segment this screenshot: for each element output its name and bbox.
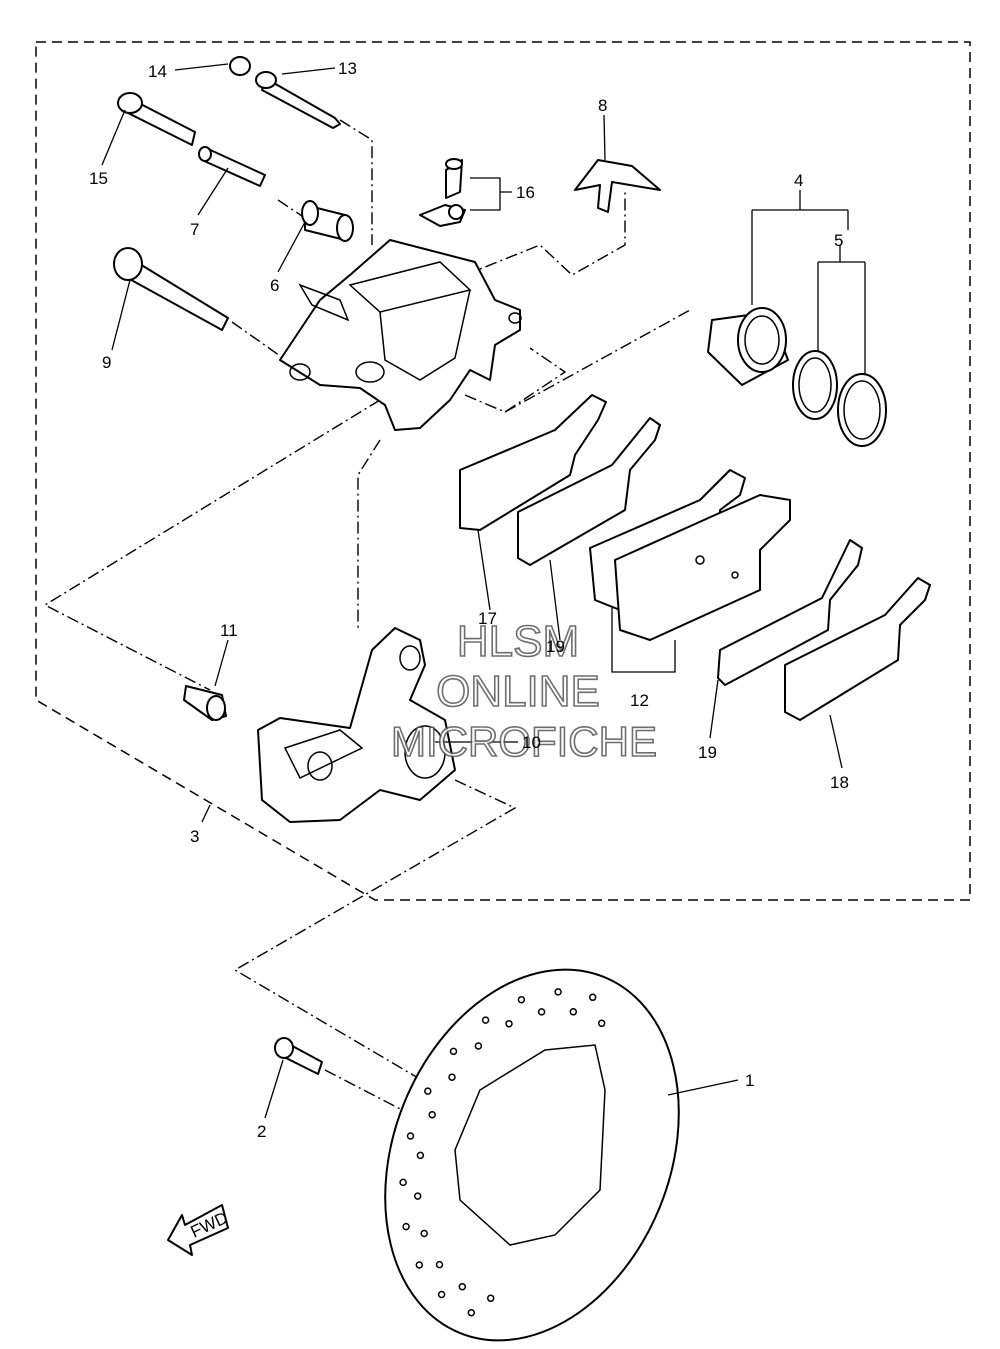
callout-7: 7 (190, 220, 199, 239)
disc-hole (467, 1308, 476, 1317)
disc-hole (428, 1110, 436, 1119)
disc-hole (517, 995, 526, 1004)
callout-14: 14 (148, 62, 167, 81)
part-15-bolt (117, 92, 196, 146)
caliper-assembly-boundary (35, 41, 971, 901)
disc-hole (458, 1282, 467, 1291)
part-8-spring-clip (574, 159, 661, 213)
callout-5: 5 (834, 231, 843, 250)
callout-19-upper: 19 (546, 637, 565, 656)
disc-hole (537, 1008, 546, 1016)
disc-hole (569, 1008, 578, 1016)
watermark-line-2: ONLINE (436, 667, 600, 716)
disc-hole (588, 993, 597, 1002)
part-10-caliper-bracket (257, 627, 456, 823)
part-9-bolt (113, 247, 229, 331)
callout-13: 13 (338, 59, 357, 78)
part-6-sleeve (301, 200, 354, 242)
part-14-cap (229, 56, 251, 76)
callout-6: 6 (270, 276, 279, 295)
disc-hole (554, 988, 562, 996)
disc-hole (420, 1229, 428, 1238)
callout-9: 9 (102, 353, 111, 372)
disc-hole (437, 1290, 446, 1299)
fwd-arrow: FWD (167, 1204, 231, 1256)
part-17-shim (459, 394, 607, 531)
disc-hole (597, 1019, 606, 1028)
part-16-bleed-screw (419, 158, 466, 227)
part-1-brake-disc (384, 968, 680, 1342)
callout-8: 8 (598, 96, 607, 115)
part-7-pin (198, 146, 266, 187)
watermark-line-1: HLSM (457, 617, 579, 666)
watermark: HLSM ONLINE MICROFICHE (390, 616, 658, 766)
part-2-screw (274, 1037, 323, 1075)
callout-16: 16 (516, 183, 535, 202)
part-18-shim (784, 577, 931, 721)
callout-labels: 14 13 15 7 6 9 16 8 4 5 11 17 19 12 19 1… (89, 59, 849, 1141)
callout-1: 1 (745, 1071, 754, 1090)
disc-hole (399, 1178, 407, 1187)
disc-hole (435, 1260, 444, 1269)
disc-hole (424, 1087, 432, 1095)
part-13-pin (255, 71, 341, 129)
disc-hole (415, 1261, 424, 1269)
disc-hole (486, 1294, 495, 1302)
disc-hole (449, 1047, 458, 1056)
part-19-pad-backing-lower (717, 539, 863, 686)
disc-hole (505, 1019, 513, 1028)
disc-hole (402, 1222, 410, 1231)
disc-hole (481, 1016, 490, 1024)
callout-4: 4 (794, 171, 803, 190)
part-12-brake-pads (589, 469, 791, 641)
callout-19-lower: 19 (698, 743, 717, 762)
callout-3: 3 (190, 827, 199, 846)
callout-10: 10 (522, 733, 541, 752)
watermark-line-3: MICROFICHE (391, 718, 657, 765)
callout-15: 15 (89, 169, 108, 188)
callout-12: 12 (630, 691, 649, 710)
part-19-pad-backing-upper (517, 417, 661, 566)
leader-lines (101, 63, 866, 1119)
disc-hole (416, 1151, 425, 1160)
part-11-boot (183, 685, 227, 721)
disc-hole (474, 1042, 483, 1050)
part-4-piston (707, 307, 789, 386)
disc-hole (448, 1073, 456, 1081)
part-5-seals (792, 350, 887, 447)
disc-hole (406, 1132, 415, 1140)
disc-hole (413, 1192, 422, 1200)
callout-17: 17 (478, 609, 497, 628)
callout-2: 2 (257, 1122, 266, 1141)
callout-11: 11 (220, 621, 238, 640)
callout-18: 18 (830, 773, 849, 792)
caliper-body (279, 239, 522, 431)
